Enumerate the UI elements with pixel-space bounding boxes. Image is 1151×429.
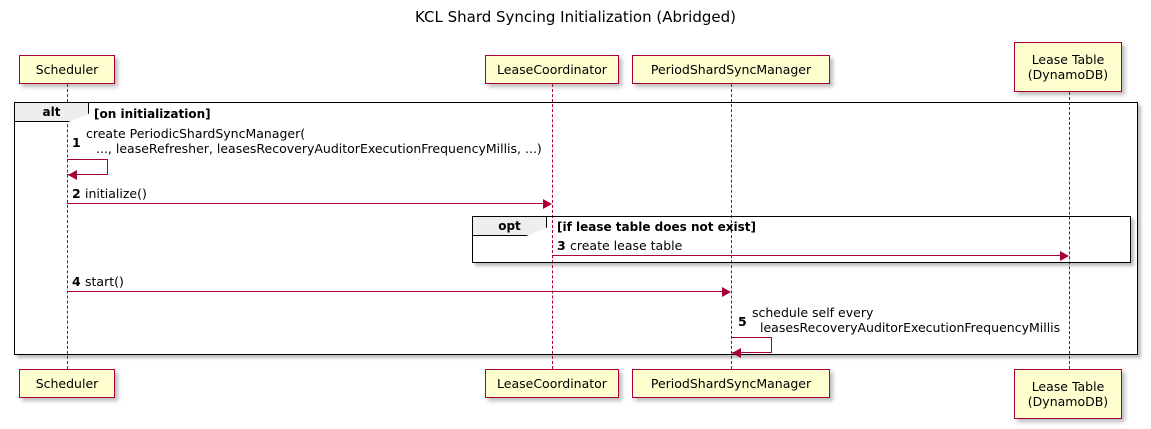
message-3-text: create lease table <box>570 238 683 253</box>
participant-label: Scheduler <box>35 376 99 391</box>
fragment-keyword-text: alt <box>42 105 61 119</box>
lifeline-leasecoordinator <box>552 84 553 369</box>
message-3-arrowhead <box>1060 251 1069 261</box>
participant-label-line2: (DynamoDB) <box>1027 394 1109 409</box>
lifeline-scheduler <box>67 84 68 369</box>
message-1-number: 1 <box>72 135 81 150</box>
message-4-text: start() <box>85 274 124 289</box>
message-2-line <box>67 203 543 204</box>
message-5-arrowhead <box>732 348 741 358</box>
message-4-number: 4 <box>72 274 81 289</box>
participant-label: Scheduler <box>35 62 99 77</box>
fragment-alt: alt <box>14 102 1138 355</box>
message-4-line <box>67 291 722 292</box>
participant-label: PeriodShardSyncManager <box>650 62 812 77</box>
participant-leasecoordinator-top[interactable]: LeaseCoordinator <box>485 55 619 84</box>
message-5-text-line2: leasesRecoveryAuditorExecutionFrequencyM… <box>760 320 1061 335</box>
participant-scheduler-top[interactable]: Scheduler <box>19 55 115 84</box>
message-5-self-loop <box>731 337 772 353</box>
message-1-arrowhead <box>68 170 77 180</box>
message-4-arrowhead <box>722 287 731 297</box>
fragment-opt-keyword: opt <box>473 217 547 236</box>
participant-leasetable-top[interactable]: Lease Table (DynamoDB) <box>1014 42 1122 92</box>
message-1-self-loop <box>67 159 108 175</box>
fragment-opt: opt <box>472 216 1131 263</box>
participant-label-line2: (DynamoDB) <box>1027 67 1109 82</box>
message-2-arrowhead <box>543 199 552 209</box>
participant-scheduler-bottom[interactable]: Scheduler <box>19 369 115 398</box>
participant-periodshardsyncmanager-bottom[interactable]: PeriodShardSyncManager <box>632 369 830 398</box>
message-2-text: initialize() <box>85 186 147 201</box>
message-1-text-line1: create PeriodicShardSyncManager( <box>86 126 306 141</box>
participant-label: LeaseCoordinator <box>497 62 607 77</box>
fragment-alt-keyword: alt <box>15 103 89 122</box>
participant-leasetable-bottom[interactable]: Lease Table (DynamoDB) <box>1014 369 1122 419</box>
fragment-opt-condition: [if lease table does not exist] <box>557 220 757 234</box>
lifeline-periodshardsyncmanager <box>731 84 732 369</box>
participant-label: PeriodShardSyncManager <box>650 376 812 391</box>
participant-label-line1: Lease Table <box>1031 379 1105 394</box>
message-1-text-line2: ..., leaseRefresher, leasesRecoveryAudit… <box>96 141 542 156</box>
participant-label: LeaseCoordinator <box>497 376 607 391</box>
participant-periodshardsyncmanager-top[interactable]: PeriodShardSyncManager <box>632 55 830 84</box>
message-5-text-line1: schedule self every <box>752 305 874 320</box>
fragment-keyword-text: opt <box>498 219 521 233</box>
page-title: KCL Shard Syncing Initialization (Abridg… <box>415 8 736 26</box>
lifeline-leasetable <box>1069 92 1070 369</box>
fragment-alt-condition: [on initialization] <box>94 107 211 121</box>
message-2-number: 2 <box>72 186 81 201</box>
message-3-line <box>552 255 1061 256</box>
message-3-number: 3 <box>557 238 566 253</box>
participant-label-line1: Lease Table <box>1031 52 1105 67</box>
participant-leasecoordinator-bottom[interactable]: LeaseCoordinator <box>485 369 619 398</box>
message-5-number: 5 <box>738 314 747 329</box>
